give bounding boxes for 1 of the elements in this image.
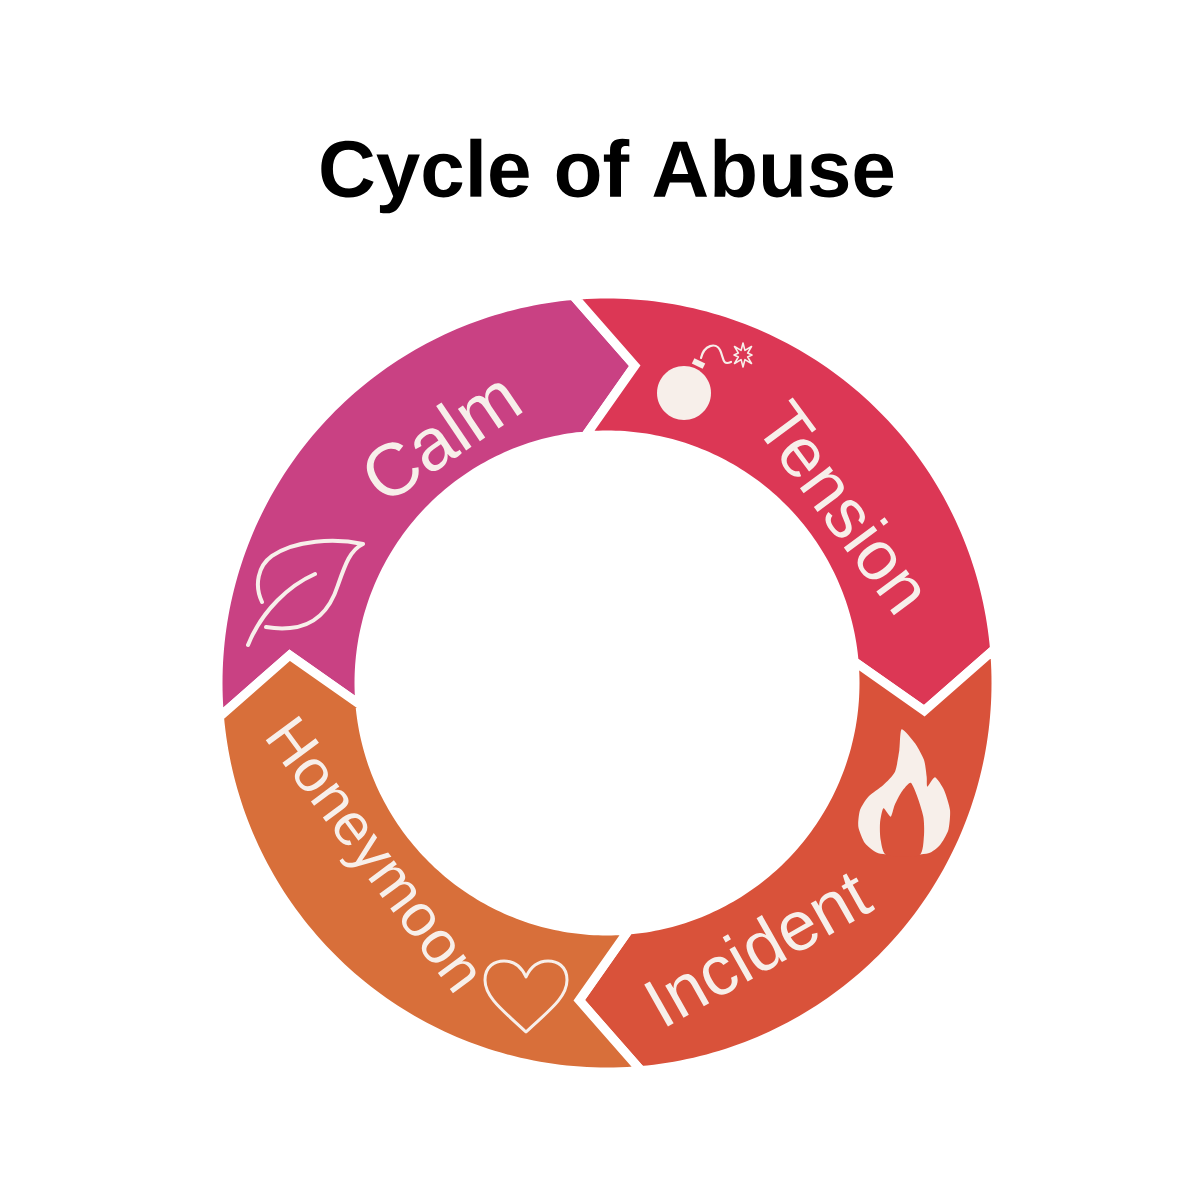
title: Cycle of Abuse	[321, 138, 894, 214]
